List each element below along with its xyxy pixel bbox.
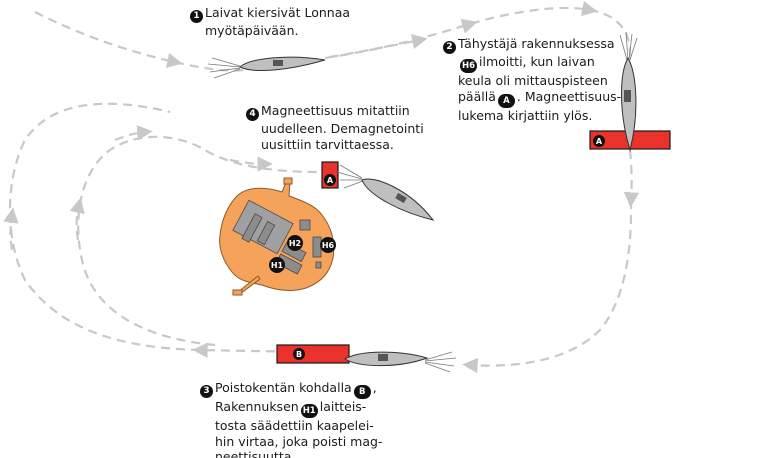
lonna-island	[219, 177, 335, 296]
step-1-line-1: Laivat kiersivät Lonnaa	[205, 5, 351, 20]
step-3-number: 3	[200, 385, 213, 398]
ship-2-hull	[621, 56, 637, 152]
ship-3-hull	[361, 178, 435, 221]
route-inner-arrow-right	[114, 125, 153, 142]
ship-2-bridge	[624, 90, 631, 102]
building-inner-1	[241, 213, 263, 243]
ship-1-bridge	[273, 60, 283, 66]
step-1-number: 1	[190, 10, 203, 23]
route-right-loop	[462, 199, 633, 374]
step-4-number: 4	[246, 108, 259, 121]
map-badge-h6-text: H6	[322, 241, 335, 250]
map-badge-a2: A	[324, 174, 336, 186]
step-2-line-2: ilmoitti, kun laivan	[479, 54, 595, 69]
route-top-right	[324, 1, 632, 71]
map-badge-h2-text: H2	[289, 239, 301, 248]
step-3-line-2a: Rakennuksen	[215, 399, 299, 414]
building-inner-2	[256, 220, 276, 246]
ship-3	[336, 164, 435, 221]
route-start	[34, 11, 183, 68]
ship-3-bridge	[395, 192, 407, 204]
route-to-ship1	[174, 60, 246, 72]
wake-3	[336, 164, 364, 189]
building-small-1	[299, 219, 311, 231]
step-3-badge-h1: H1	[300, 404, 318, 418]
building-h6	[312, 236, 322, 258]
building-large	[232, 199, 294, 255]
step-3-line-1b: ,	[372, 380, 377, 395]
map-badge-a1-text: A	[596, 137, 603, 146]
map-badge-a1: A	[593, 135, 605, 147]
step-2-number: 2	[443, 41, 456, 54]
step-4-line-3: uusittiin tarvittaessa.	[261, 136, 394, 152]
ship-1	[207, 56, 326, 79]
route-outer-arrow-up	[3, 207, 19, 251]
step-2-line-4b: . Magneettisuus-	[516, 88, 622, 104]
step-3-line-1a: Poistokentän kohdalla	[215, 380, 352, 395]
map-badge-h1-text: H1	[271, 261, 284, 270]
pier-top	[283, 177, 293, 185]
wake-2	[619, 31, 638, 61]
step-3-badge-b: B	[353, 385, 371, 399]
route-mid-arrow	[229, 156, 273, 172]
step-3-line-4: hin virtaa, joka poisti mag-	[215, 433, 383, 449]
map-badge-a2-text: A	[327, 176, 334, 185]
step-2-badge-h6: H6	[460, 59, 478, 73]
ship-2	[619, 31, 638, 152]
step-2-line-5: lukema kirjattiin ylös.	[458, 107, 593, 123]
building-small-2	[315, 261, 322, 269]
ship-4	[344, 351, 457, 373]
pier-end	[232, 289, 243, 296]
step-3-line-2b: laitteis-	[319, 399, 367, 414]
step-4-line-2: uudelleen. Demagnetointi	[261, 121, 424, 136]
step-3-line-3: tosta säädettiin kaapelei-	[215, 418, 374, 433]
wake-4	[424, 351, 457, 373]
ship-route	[3, 1, 640, 374]
wake-1	[207, 57, 241, 79]
route-down-right	[623, 149, 640, 208]
step-3-line-5: neettisuutta.	[215, 449, 296, 458]
map-badge-h2: H2	[287, 235, 303, 251]
step-4-line-1: Magneettisuus mitattiin	[261, 103, 410, 118]
step-2-line-3: keula oli mittauspisteen	[458, 73, 608, 88]
ship-4-bridge	[378, 354, 388, 361]
map-badge-h1: H1	[269, 257, 285, 273]
step-2-badge-a: A	[497, 93, 515, 108]
map-badge-b: B	[293, 348, 305, 360]
route-inner-arrow-up	[69, 197, 85, 241]
route-arrow-1	[329, 33, 428, 59]
map-badge-b-text: B	[296, 350, 302, 359]
step-2-line-1: Tähystäjä rakennuksessa	[458, 36, 615, 51]
removal-field-b	[276, 344, 350, 364]
route-outer-loop	[8, 102, 201, 352]
step-2-line-4a: päällä	[458, 88, 496, 104]
map-badge-h6: H6	[320, 237, 336, 253]
step-1-line-2: myötäpäivään.	[205, 23, 299, 38]
